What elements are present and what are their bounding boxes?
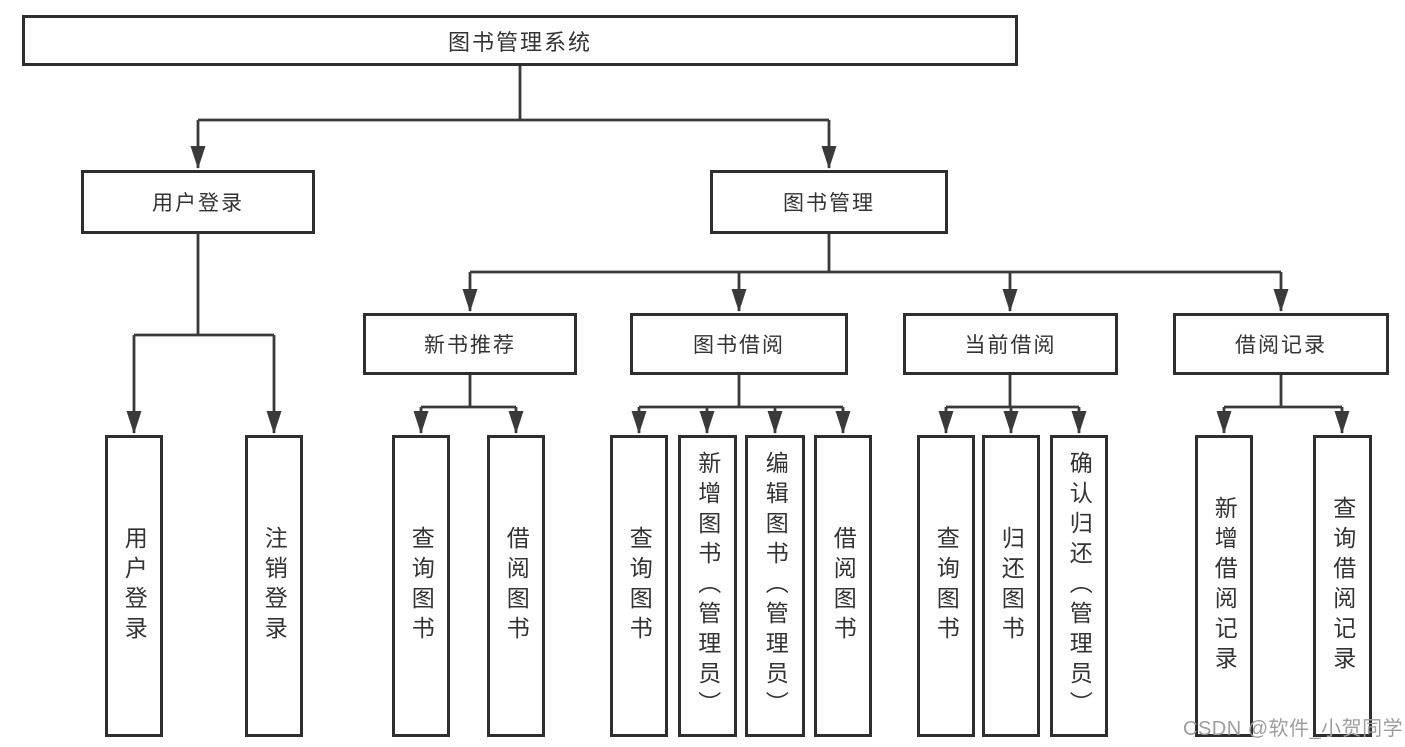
node-library-management-system: 图书管理系统 — [22, 15, 1018, 66]
csdn-watermark: CSDN @软件_小贺同学 — [1183, 718, 1404, 740]
node-borrowing-records: 借阅记录 — [1173, 313, 1389, 375]
leaf-return-books: 归还图书 — [982, 435, 1040, 737]
leaf-label: 注销登录 — [261, 526, 288, 646]
node-label: 用户登录 — [152, 192, 244, 215]
leaf-borrow-books-recommend: 借阅图书 — [487, 435, 545, 737]
node-label: 新书推荐 — [424, 334, 516, 357]
node-book-borrowing: 图书借阅 — [630, 313, 848, 375]
leaf-query-books-recommend: 查询图书 — [392, 435, 450, 737]
node-current-borrowing: 当前借阅 — [903, 313, 1118, 375]
node-new-book-recommendation: 新书推荐 — [363, 313, 577, 375]
node-label: 图书管理系统 — [447, 29, 592, 55]
leaf-label: 查询图书 — [933, 526, 960, 646]
leaf-label: 借阅图书 — [503, 526, 530, 646]
leaf-logout: 注销登录 — [245, 435, 303, 737]
leaf-label: 确认归还（管理员） — [1066, 451, 1093, 721]
leaf-confirm-return-admin: 确认归还（管理员） — [1050, 435, 1108, 737]
leaf-query-books-current: 查询图书 — [917, 435, 975, 737]
leaf-label: 查询图书 — [408, 526, 435, 646]
leaf-label: 新增图书（管理员） — [694, 451, 721, 721]
node-user-login: 用户登录 — [81, 170, 315, 234]
node-label: 借阅记录 — [1235, 334, 1327, 357]
leaf-user-login: 用户登录 — [105, 435, 163, 737]
leaf-query-borrow-record: 查询借阅记录 — [1313, 435, 1372, 737]
leaf-borrow-books: 借阅图书 — [814, 435, 872, 737]
leaf-query-books-borrowing: 查询图书 — [610, 435, 668, 737]
leaf-label: 用户登录 — [121, 526, 148, 646]
node-label: 图书管理 — [783, 192, 875, 215]
node-label: 当前借阅 — [964, 334, 1057, 357]
leaf-label: 新增借阅记录 — [1211, 496, 1238, 676]
leaf-label: 归还图书 — [998, 526, 1025, 646]
leaf-label: 编辑图书（管理员） — [762, 451, 789, 721]
leaf-label: 查询图书 — [626, 526, 653, 646]
leaf-add-books-admin: 新增图书（管理员） — [678, 435, 737, 737]
leaf-add-borrow-record: 新增借阅记录 — [1195, 435, 1253, 737]
leaf-label: 查询借阅记录 — [1329, 496, 1356, 676]
node-book-management: 图书管理 — [710, 170, 948, 234]
leaf-label: 借阅图书 — [830, 526, 857, 646]
leaf-edit-books-admin: 编辑图书（管理员） — [745, 435, 805, 737]
node-label: 图书借阅 — [693, 334, 785, 357]
